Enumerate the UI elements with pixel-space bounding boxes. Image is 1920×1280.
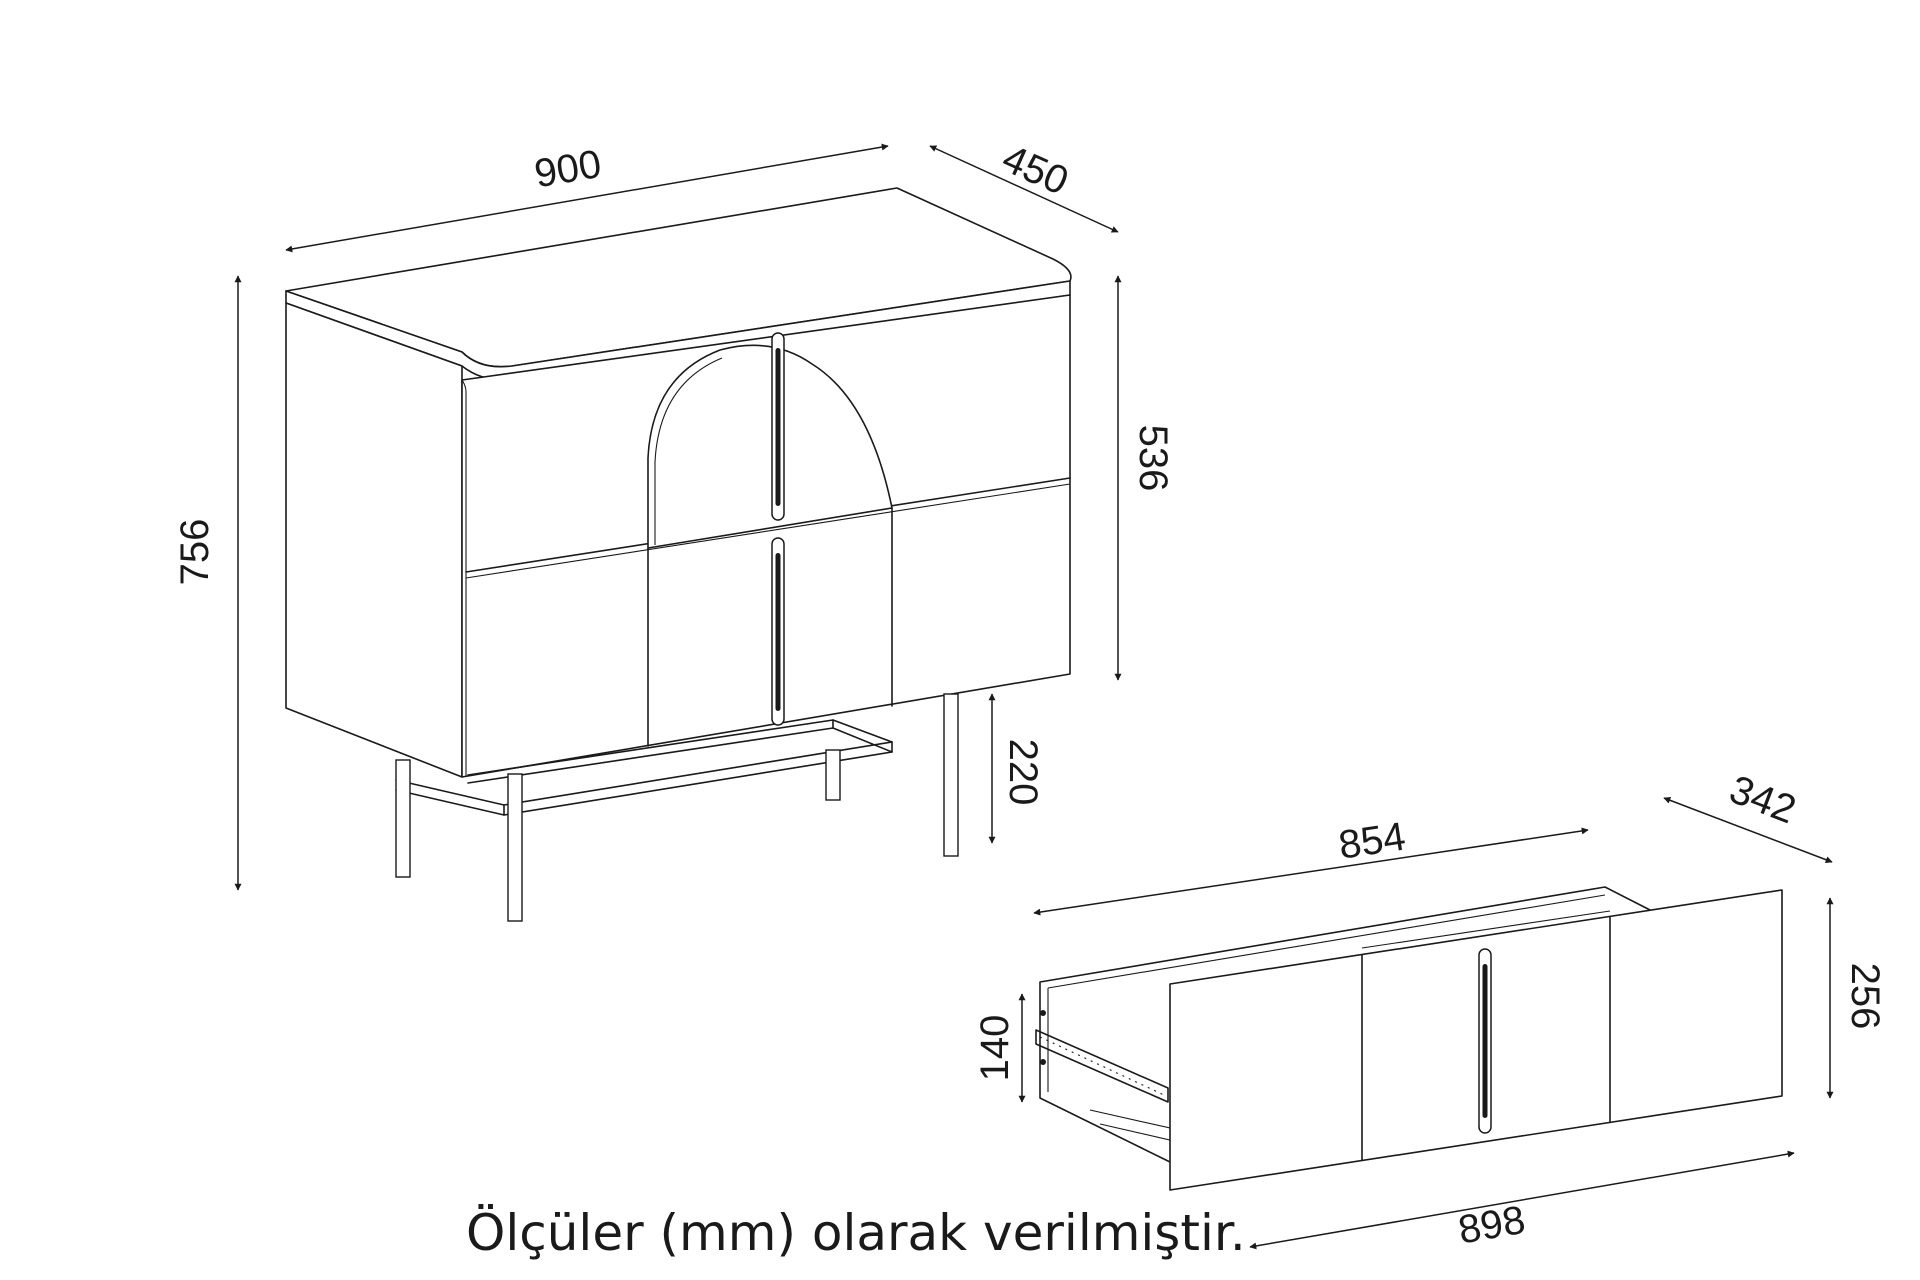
dim-width-label: 900 (531, 142, 604, 196)
dim-drawer-box-height-label: 140 (973, 1015, 1017, 1082)
leg-front-left (395, 759, 411, 878)
dim-drawer-depth-label: 342 (1724, 767, 1802, 832)
dimension-lines (234, 143, 1834, 1250)
dim-leg-height-label: 220 (1001, 739, 1045, 806)
upper-bar-handle-icon[interactable] (771, 332, 785, 521)
drawer-drawing (1035, 886, 1783, 1191)
cabinet-left-side (285, 302, 463, 778)
leg-back-right (943, 693, 959, 857)
dim-drawer-front-height-label: 256 (1843, 963, 1887, 1030)
dim-drawer-width-line (1033, 827, 1589, 916)
drawer-front-top-edge (1361, 910, 1611, 949)
dim-drawer-front-width-line (1249, 1150, 1795, 1250)
drawer-screw-bottom (1040, 1059, 1046, 1065)
units-caption: Ölçüler (mm) olarak verilmiştir. (466, 1204, 1246, 1262)
drawer-runner (1035, 1029, 1169, 1103)
lower-bar-handle-icon[interactable] (771, 537, 785, 726)
cabinet-arch-door-inner (654, 357, 723, 545)
leg-front-right (507, 773, 523, 922)
cabinet-legs (395, 693, 959, 922)
cabinet-front-corner (461, 379, 467, 777)
cabinet-mid-gap-inner (465, 483, 1071, 579)
dim-drawer-front-width-label: 898 (1455, 1198, 1528, 1253)
cabinet-stretcher-front (395, 741, 893, 816)
drawer-runner-dots (1039, 1036, 1165, 1096)
dim-drawer-depth-line (1663, 796, 1833, 864)
dim-depth-line (929, 145, 1119, 233)
leg-back-left (825, 749, 841, 801)
drawer-front (1169, 889, 1783, 1191)
cabinet-front (461, 294, 1071, 778)
drawer-screw-top (1040, 1010, 1046, 1016)
cabinet-stretcher-back (467, 719, 834, 784)
dim-height-label: 756 (173, 519, 217, 586)
dim-depth-label: 450 (996, 136, 1075, 203)
dim-drawer-width-label: 854 (1336, 814, 1409, 867)
dim-body-height-label: 536 (1131, 425, 1175, 492)
cabinet-drawing (285, 187, 1072, 922)
cabinet-stretcher-side (503, 719, 893, 816)
drawer-bar-handle-icon[interactable] (1478, 948, 1492, 1134)
dim-width-line (285, 143, 889, 253)
